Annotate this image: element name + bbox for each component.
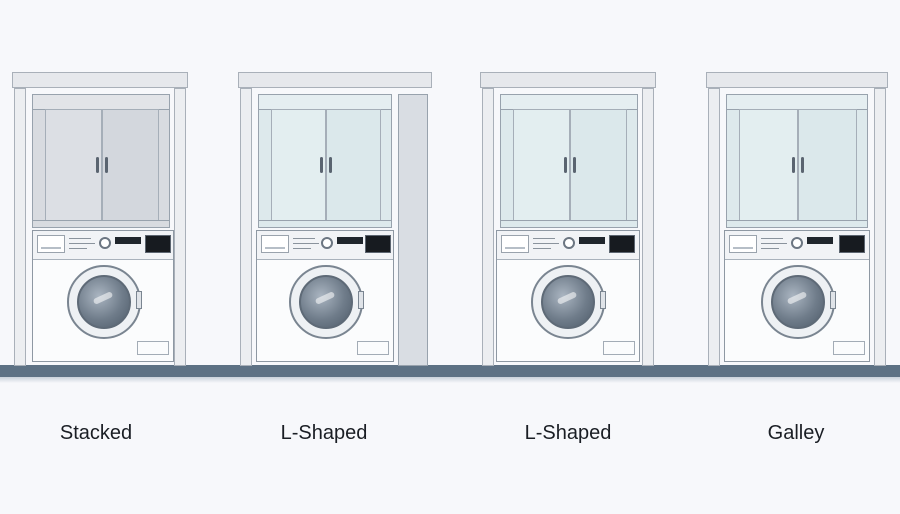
cabinet-base bbox=[501, 220, 637, 227]
display-screen bbox=[807, 237, 833, 244]
side-column bbox=[398, 94, 428, 366]
washing-machine bbox=[32, 230, 174, 362]
door-latch bbox=[830, 291, 836, 309]
door-glass bbox=[299, 275, 353, 329]
cabinet-handle-icon bbox=[564, 157, 567, 173]
cabinet-top-rail bbox=[501, 95, 637, 110]
washing-machine bbox=[496, 230, 640, 362]
frame-post-right bbox=[174, 88, 186, 366]
cabinet-door-right bbox=[326, 109, 381, 221]
filter-panel bbox=[357, 341, 389, 355]
upper-cabinet bbox=[726, 94, 868, 228]
frame-post-left bbox=[14, 88, 26, 366]
floor-shadow bbox=[0, 377, 900, 383]
upper-cabinet bbox=[500, 94, 638, 228]
frame-lintel bbox=[12, 72, 188, 88]
control-display-panel bbox=[145, 235, 171, 253]
program-knob-icon bbox=[99, 237, 111, 249]
frame-post-right bbox=[642, 88, 654, 366]
door-glass bbox=[77, 275, 131, 329]
program-labels bbox=[293, 236, 323, 252]
cabinet-door-right bbox=[570, 109, 627, 221]
filter-panel bbox=[833, 341, 865, 355]
cabinet-top-rail bbox=[33, 95, 169, 110]
cabinet-handle-icon bbox=[329, 157, 332, 173]
door-latch bbox=[358, 291, 364, 309]
frame-lintel bbox=[480, 72, 656, 88]
washer-door-icon bbox=[67, 265, 142, 339]
frame-post-left bbox=[708, 88, 720, 366]
filter-panel bbox=[137, 341, 169, 355]
cabinet-door-left bbox=[513, 109, 570, 221]
display-screen bbox=[579, 237, 605, 244]
cabinet-base bbox=[259, 220, 391, 227]
floor-line bbox=[0, 365, 900, 377]
program-labels bbox=[69, 236, 99, 252]
display-screen bbox=[115, 237, 141, 244]
detergent-drawer bbox=[729, 235, 757, 253]
door-glass bbox=[771, 275, 825, 329]
control-display-panel bbox=[609, 235, 635, 253]
cabinet-top-rail bbox=[727, 95, 867, 110]
washing-machine bbox=[256, 230, 394, 362]
display-screen bbox=[337, 237, 363, 244]
control-panel bbox=[725, 231, 869, 260]
unit-stacked bbox=[12, 72, 188, 367]
label-l-shaped-1: L-Shaped bbox=[280, 422, 368, 444]
cabinet-door-left bbox=[271, 109, 326, 221]
washer-door-icon bbox=[531, 265, 606, 339]
detergent-drawer bbox=[37, 235, 65, 253]
door-glass bbox=[541, 275, 595, 329]
washing-machine bbox=[724, 230, 870, 362]
cabinet-door-left bbox=[45, 109, 102, 221]
cabinet-door-left bbox=[739, 109, 798, 221]
upper-cabinet bbox=[32, 94, 170, 228]
unit-l-shaped-1 bbox=[238, 72, 432, 367]
cabinet-base bbox=[33, 220, 169, 227]
label-l-shaped-2: L-Shaped bbox=[524, 422, 612, 444]
frame-post-right bbox=[874, 88, 886, 366]
program-labels bbox=[761, 236, 791, 252]
control-panel bbox=[497, 231, 639, 260]
program-knob-icon bbox=[321, 237, 333, 249]
cabinet-door-right bbox=[798, 109, 857, 221]
frame-lintel bbox=[238, 72, 432, 88]
program-knob-icon bbox=[791, 237, 803, 249]
control-display-panel bbox=[839, 235, 865, 253]
washer-door-icon bbox=[289, 265, 364, 339]
control-display-panel bbox=[365, 235, 391, 253]
frame-post-left bbox=[240, 88, 252, 366]
door-latch bbox=[136, 291, 142, 309]
unit-galley bbox=[706, 72, 888, 367]
frame-post-left bbox=[482, 88, 494, 366]
cabinet-door-right bbox=[102, 109, 159, 221]
cabinet-top-rail bbox=[259, 95, 391, 110]
cabinet-handle-icon bbox=[105, 157, 108, 173]
frame-lintel bbox=[706, 72, 888, 88]
cabinet-handle-icon bbox=[573, 157, 576, 173]
control-panel bbox=[33, 231, 173, 260]
unit-l-shaped-2 bbox=[480, 72, 656, 367]
label-stacked: Stacked bbox=[59, 422, 133, 444]
cabinet-handle-icon bbox=[96, 157, 99, 173]
detergent-drawer bbox=[261, 235, 289, 253]
upper-cabinet bbox=[258, 94, 392, 228]
cabinet-base bbox=[727, 220, 867, 227]
label-galley: Galley bbox=[767, 422, 825, 444]
detergent-drawer bbox=[501, 235, 529, 253]
door-latch bbox=[600, 291, 606, 309]
washer-door-icon bbox=[761, 265, 836, 339]
program-knob-icon bbox=[563, 237, 575, 249]
control-panel bbox=[257, 231, 393, 260]
cabinet-handle-icon bbox=[320, 157, 323, 173]
program-labels bbox=[533, 236, 563, 252]
cabinet-handle-icon bbox=[792, 157, 795, 173]
filter-panel bbox=[603, 341, 635, 355]
cabinet-handle-icon bbox=[801, 157, 804, 173]
